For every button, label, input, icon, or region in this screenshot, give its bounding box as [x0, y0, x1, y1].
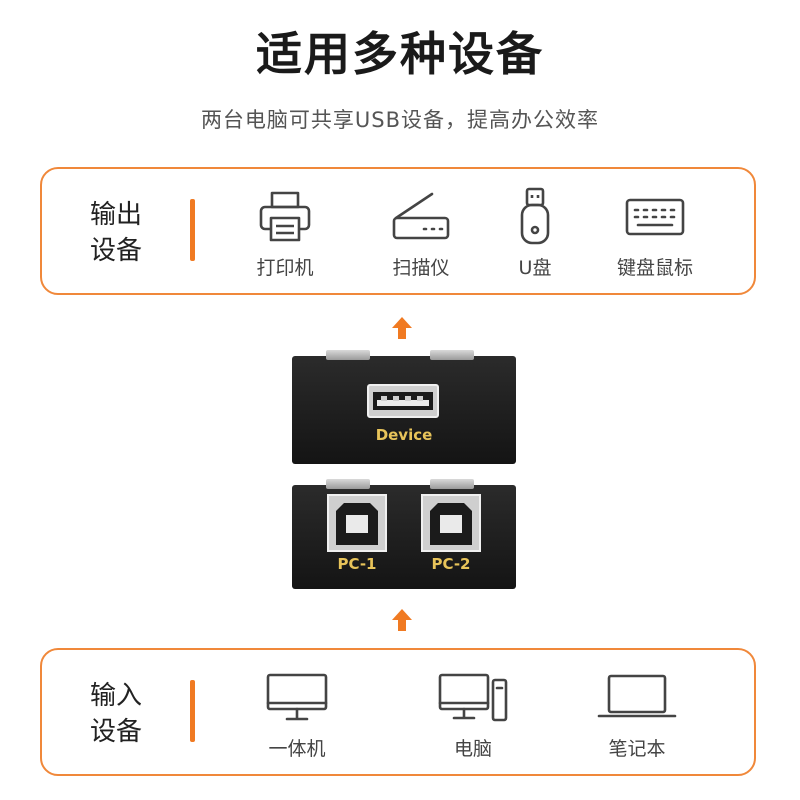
output-item-label: 键盘鼠标	[616, 257, 693, 279]
device-port-label: Device	[375, 426, 433, 444]
pc2-port-label: PC-2	[431, 555, 471, 573]
input-panel-divider	[190, 680, 195, 742]
desktop-computer-icon	[418, 668, 528, 728]
pc1-port-label: PC-1	[337, 555, 377, 573]
printer-icon	[230, 187, 340, 247]
screw	[326, 479, 370, 489]
output-item-label: 打印机	[256, 257, 314, 279]
keyboard-icon	[600, 187, 710, 247]
usb-b-port-icon	[421, 494, 481, 552]
input-devices-panel: 输入 设备 一体机 电脑	[40, 648, 756, 776]
output-devices-panel: 输出 设备 打印机 扫描仪	[40, 167, 756, 295]
laptop-icon	[582, 668, 692, 728]
input-item-label: 一体机	[268, 738, 326, 760]
usb-b-port-icon	[327, 494, 387, 552]
screw	[430, 350, 474, 360]
all-in-one-pc-icon	[242, 668, 352, 728]
usb-a-port-icon	[367, 384, 439, 418]
input-item-label: 电脑	[453, 738, 492, 760]
output-item-label: U盘	[518, 257, 552, 279]
output-item-scanner: 扫描仪	[366, 187, 476, 280]
page-title: 适用多种设备	[256, 27, 544, 81]
output-item-usb-drive: U盘	[480, 187, 590, 280]
usb-drive-icon	[480, 187, 590, 247]
usb-switch-pc-side: PC-1 PC-2	[292, 479, 516, 589]
output-panel-label: 输出 设备	[89, 200, 142, 266]
input-item-all-in-one: 一体机	[242, 668, 352, 761]
output-item-keyboard: 键盘鼠标	[600, 187, 710, 280]
arrow-up-icon	[392, 609, 412, 631]
usb-switch-device-side: Device	[292, 350, 516, 464]
screw	[326, 350, 370, 360]
input-item-label: 笔记本	[608, 738, 666, 760]
page-subtitle: 两台电脑可共享USB设备，提高办公效率	[200, 108, 600, 132]
input-item-desktop: 电脑	[418, 668, 528, 761]
scanner-icon	[366, 187, 476, 247]
output-item-label: 扫描仪	[392, 257, 450, 279]
input-item-laptop: 笔记本	[582, 668, 692, 761]
output-item-printer: 打印机	[230, 187, 340, 280]
input-panel-label: 输入 设备	[89, 681, 142, 747]
screw	[430, 479, 474, 489]
arrow-up-icon	[392, 317, 412, 339]
output-panel-divider	[190, 199, 195, 261]
